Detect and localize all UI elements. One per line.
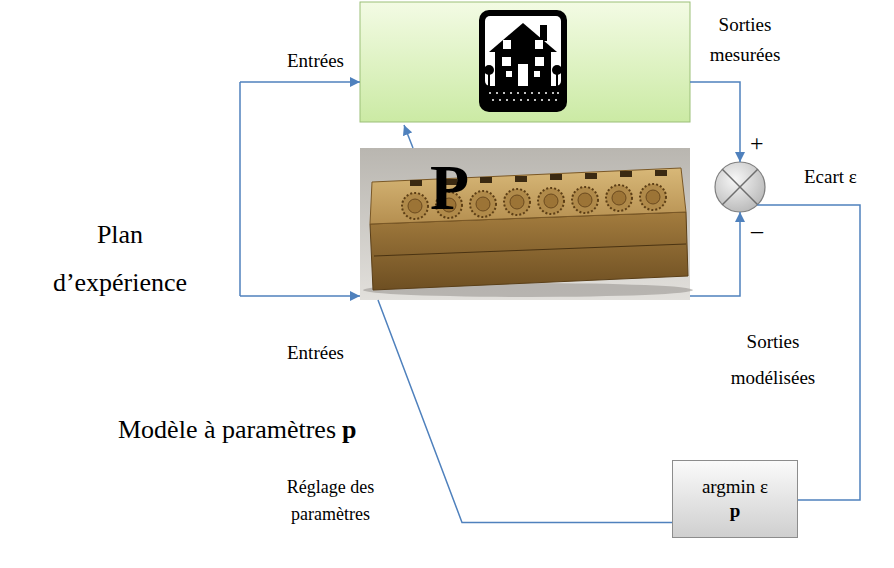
house-icon [503, 40, 511, 49]
calculator-picture [515, 176, 527, 182]
house-icon [548, 99, 550, 101]
calculator-picture [480, 177, 492, 183]
house-icon [499, 99, 501, 101]
house-icon [541, 99, 543, 101]
house-icon [524, 92, 526, 94]
calculator-picture [360, 148, 690, 300]
house-icon [513, 99, 515, 101]
optimizer-label: argmin ε [702, 475, 768, 499]
house-icon [538, 92, 540, 94]
calculator-picture [408, 199, 422, 213]
model-output-label: Sorties modélisées [713, 324, 833, 396]
error-label: Ecart ε [804, 166, 857, 189]
house-icon [479, 10, 567, 112]
parameter-symbol: p [730, 499, 741, 523]
error-wire [757, 205, 860, 500]
house-icon [479, 10, 567, 112]
input-label: Entrées [287, 50, 344, 73]
house-icon [535, 57, 544, 66]
calculator-picture [370, 168, 686, 224]
system-box [360, 2, 690, 122]
calculator-picture [410, 180, 422, 186]
experiment-plan-label: Plan d’expérience [45, 211, 195, 307]
calculator-picture [572, 187, 598, 213]
model-output-arrow [690, 212, 740, 296]
house-icon [545, 92, 547, 94]
parameter-symbol: p [342, 414, 356, 445]
house-icon [503, 92, 505, 94]
house-icon [489, 23, 557, 52]
plan-wire [239, 82, 241, 296]
house-icon [518, 64, 528, 86]
house-icon [517, 92, 519, 94]
house-icon [534, 71, 540, 77]
input-arrow [240, 81, 360, 83]
calculator-picture [655, 170, 667, 176]
house-icon [531, 92, 533, 94]
house-icon [534, 99, 536, 101]
house-icon [506, 71, 512, 77]
calculator-picture [504, 189, 530, 215]
calculator-picture [510, 195, 524, 209]
calculator-picture [360, 148, 693, 300]
plus-sign: + [750, 129, 764, 158]
calculator-picture [544, 194, 558, 208]
model-letter: P [430, 156, 469, 220]
house-icon [510, 92, 512, 94]
calculator-picture [476, 197, 490, 211]
house-icon [489, 92, 559, 101]
input-label: Entrées [287, 342, 344, 365]
summing-junction [722, 169, 757, 204]
summing-junction [722, 169, 757, 204]
house-icon [496, 92, 498, 94]
system-box [360, 2, 690, 122]
calculator-picture [612, 191, 626, 205]
house-icon [555, 99, 557, 101]
minus-sign: – [751, 216, 763, 245]
measured-output-arrow [690, 82, 740, 162]
calculator-picture [370, 212, 688, 290]
measured-output-label: Sorties mesurées [690, 10, 800, 70]
calculator-picture [585, 173, 597, 179]
calculator-picture [640, 184, 666, 210]
input-arrow [240, 295, 360, 297]
calculator-picture [606, 185, 632, 211]
calculator-picture [550, 174, 562, 180]
house-icon [520, 99, 522, 101]
calculator-picture [578, 193, 592, 207]
house-icon [506, 99, 508, 101]
calculator-picture [402, 193, 428, 219]
house-icon [492, 99, 494, 101]
house-icon [552, 92, 554, 94]
model-caption: Modèle à paramètres [118, 414, 336, 445]
house-icon [489, 92, 491, 94]
model-picture: P [360, 148, 690, 300]
tuning-connector [378, 300, 672, 522]
house-icon [502, 57, 511, 66]
calculator-picture [470, 191, 496, 217]
house-icon [488, 73, 490, 87]
calculator-picture [620, 171, 632, 177]
calculator-picture [374, 244, 686, 256]
house-icon [495, 50, 551, 88]
house-icon [556, 73, 558, 87]
house-icon [535, 40, 543, 49]
tuning-label: Réglage des paramètres [268, 474, 393, 528]
house-icon [557, 92, 559, 94]
house-icon [527, 99, 529, 101]
optimizer-box: argmin εp [672, 460, 798, 538]
model-to-system-arrow [404, 125, 413, 148]
calculator-picture [538, 188, 564, 214]
calculator-picture [646, 190, 660, 204]
